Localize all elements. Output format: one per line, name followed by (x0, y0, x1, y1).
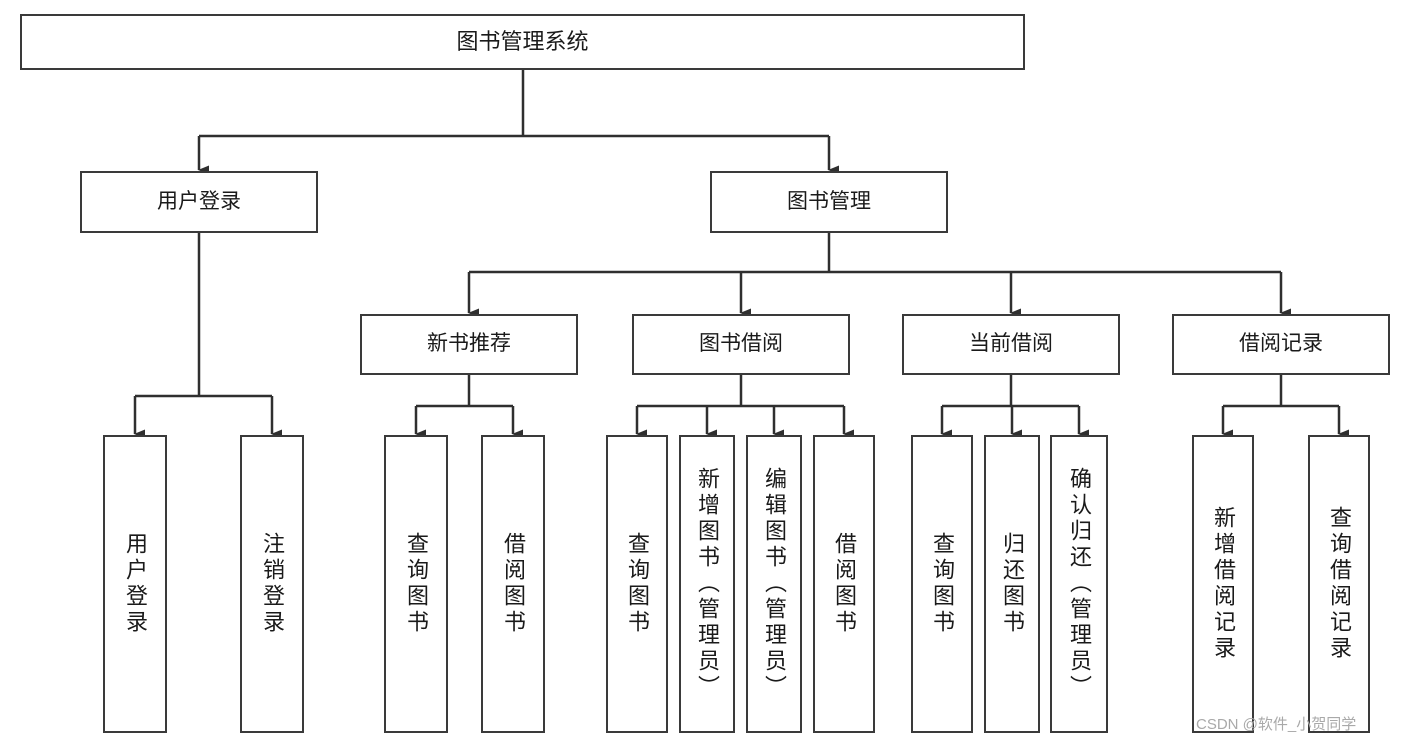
node-book-borrow[interactable]: 图书借阅 (632, 314, 850, 375)
node-leaf-1[interactable]: 用户登录 (103, 435, 167, 733)
node-leaf-9[interactable]: 查询图书 (911, 435, 973, 733)
node-label: 新增借阅记录 (1211, 506, 1236, 662)
node-label: 查询图书 (404, 532, 429, 636)
node-leaf-10[interactable]: 归还图书 (984, 435, 1040, 733)
node-leaf-4[interactable]: 借阅图书 (481, 435, 545, 733)
node-leaf-7[interactable]: 编辑图书（管理员） (746, 435, 802, 733)
node-label: 用户登录 (157, 189, 241, 213)
node-label: 图书管理系统 (456, 29, 589, 55)
node-root[interactable]: 图书管理系统 (20, 14, 1025, 70)
node-leaf-3[interactable]: 查询图书 (384, 435, 448, 733)
node-borrow-log[interactable]: 借阅记录 (1172, 314, 1390, 375)
node-label: 当前借阅 (969, 332, 1053, 356)
node-label: 图书管理 (787, 189, 871, 213)
node-new-rec[interactable]: 新书推荐 (360, 314, 578, 375)
node-label: 图书借阅 (699, 332, 783, 356)
connector-group (133, 70, 1349, 439)
node-label: 借阅图书 (501, 532, 526, 636)
node-leaf-2[interactable]: 注销登录 (240, 435, 304, 733)
node-label: 查询图书 (625, 532, 650, 636)
node-label: 确认归还（管理员） (1067, 467, 1092, 701)
node-label: 借阅记录 (1239, 332, 1323, 356)
node-leaf-6[interactable]: 新增图书（管理员） (679, 435, 735, 733)
node-label: 查询图书 (930, 532, 955, 636)
node-leaf-8[interactable]: 借阅图书 (813, 435, 875, 733)
node-label: 用户登录 (123, 532, 148, 636)
node-leaf-13[interactable]: 查询借阅记录 (1308, 435, 1370, 733)
node-label: 编辑图书（管理员） (762, 467, 787, 701)
node-label: 归还图书 (1000, 532, 1025, 636)
node-label: 借阅图书 (832, 532, 857, 636)
node-label: 查询借阅记录 (1327, 506, 1352, 662)
node-user-login[interactable]: 用户登录 (80, 171, 318, 233)
node-label: 注销登录 (260, 532, 285, 636)
node-leaf-12[interactable]: 新增借阅记录 (1192, 435, 1254, 733)
node-book-manage[interactable]: 图书管理 (710, 171, 948, 233)
node-leaf-11[interactable]: 确认归还（管理员） (1050, 435, 1108, 733)
node-leaf-5[interactable]: 查询图书 (606, 435, 668, 733)
node-cur-borrow[interactable]: 当前借阅 (902, 314, 1120, 375)
node-label: 新书推荐 (427, 332, 511, 356)
node-label: 新增图书（管理员） (695, 467, 720, 701)
